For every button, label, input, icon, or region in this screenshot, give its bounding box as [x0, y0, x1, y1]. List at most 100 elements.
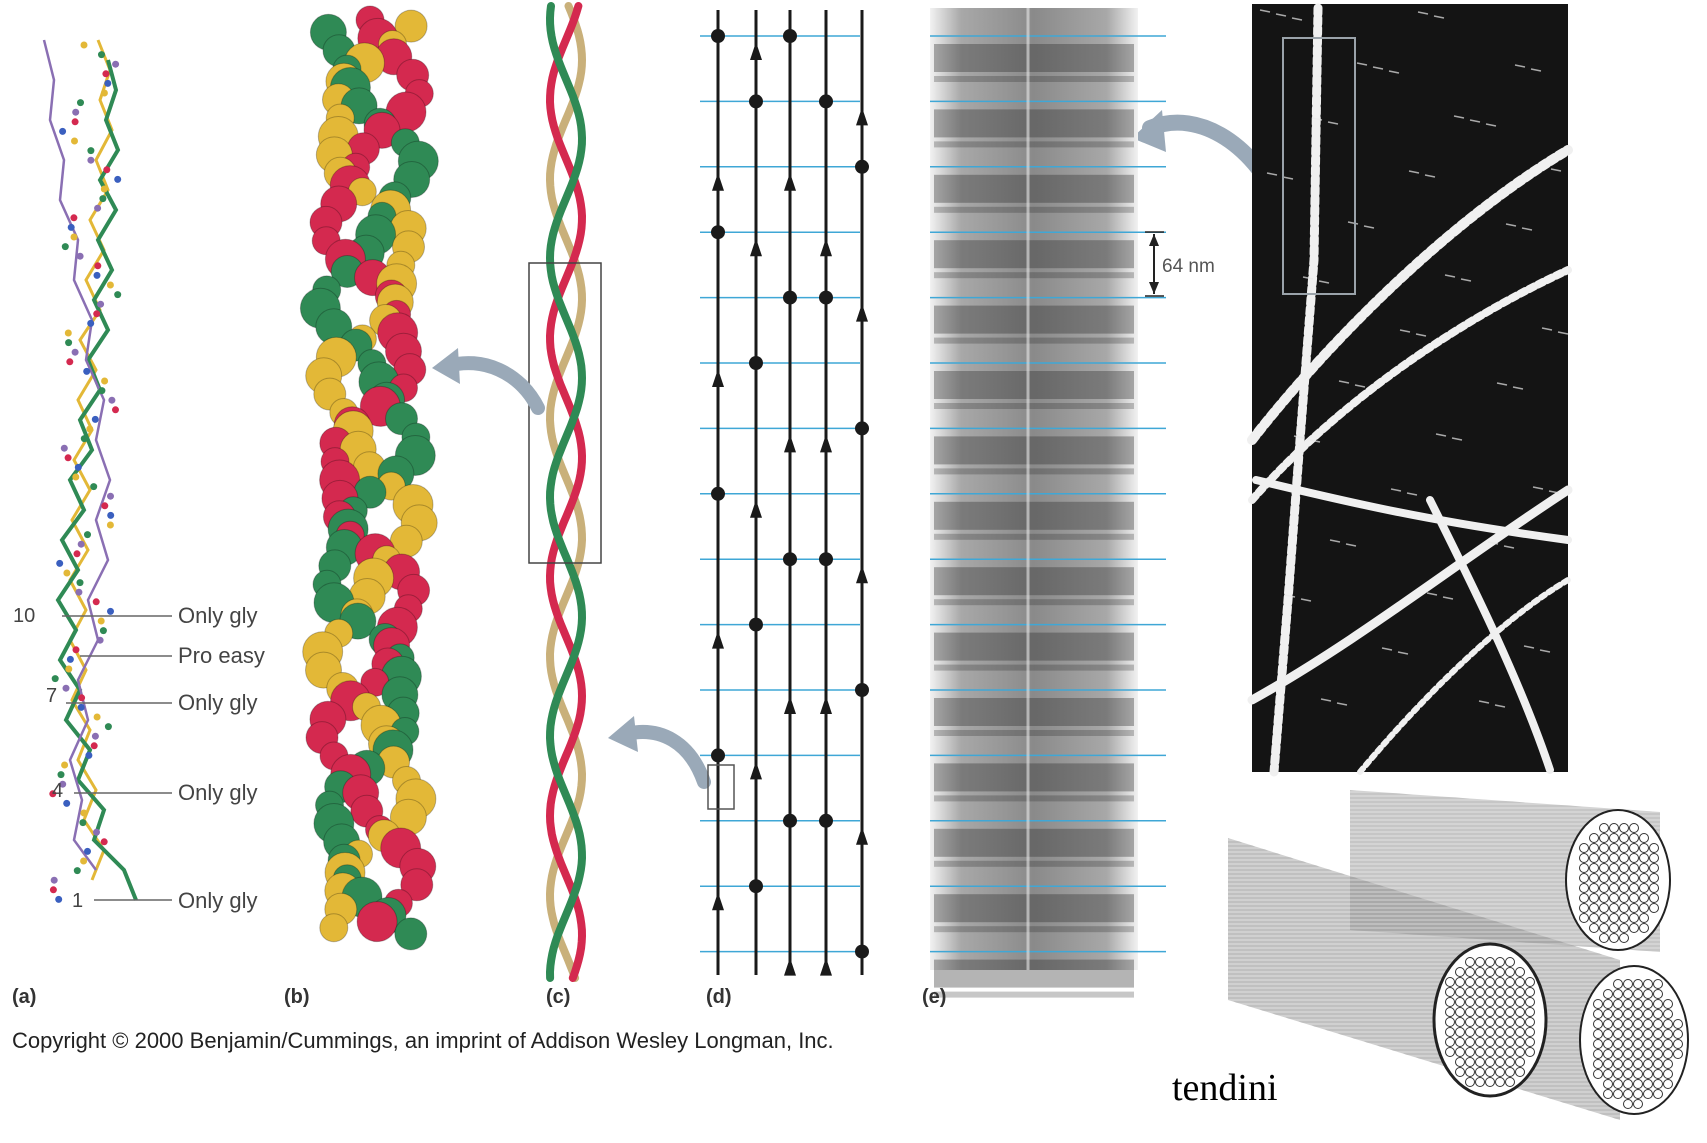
fibril-band	[934, 599, 1134, 605]
molecule-head	[783, 552, 797, 566]
molecule-arrowhead	[856, 107, 868, 125]
fiber-end	[1650, 874, 1659, 883]
fiber-end	[1654, 1050, 1663, 1059]
fiber-end	[1526, 978, 1535, 987]
fiber-end	[1620, 874, 1629, 883]
fiber-end	[1634, 1100, 1643, 1109]
fiber-end	[1620, 824, 1629, 833]
fiber-end	[1466, 1068, 1475, 1077]
atom	[72, 349, 79, 356]
molecule-head	[819, 94, 833, 108]
fiber-end	[1604, 1050, 1613, 1059]
fibril-band	[934, 763, 1134, 791]
fiber-end	[1496, 1038, 1505, 1047]
fiber-end	[1580, 844, 1589, 853]
atom	[84, 848, 91, 855]
fiber-end	[1506, 1058, 1515, 1067]
atom	[72, 118, 79, 125]
fiber-end	[1600, 874, 1609, 883]
atom	[65, 666, 72, 673]
atom	[112, 406, 119, 413]
fiber-end	[1476, 988, 1485, 997]
fiber-end	[1496, 1048, 1505, 1057]
fiber-end	[1640, 914, 1649, 923]
fiber-end	[1614, 1020, 1623, 1029]
fiber-end	[1526, 1028, 1535, 1037]
fiber-end	[1614, 1040, 1623, 1049]
fiber-end	[1516, 1048, 1525, 1057]
fiber-end	[1486, 1078, 1495, 1087]
fiber-end	[1620, 904, 1629, 913]
fiber-end	[1476, 958, 1485, 967]
fiber-end	[1580, 904, 1589, 913]
fibril-band	[934, 175, 1134, 203]
fiber-end	[1486, 1008, 1495, 1017]
arrow-c-to-b	[448, 363, 538, 408]
fiber-end	[1620, 884, 1629, 893]
atom	[101, 186, 108, 193]
fiber-end	[1476, 1058, 1485, 1067]
fiber-end	[1604, 1000, 1613, 1009]
atom	[72, 474, 79, 481]
scale-bar-label: 64 nm	[1162, 256, 1215, 277]
fiber-end	[1590, 894, 1599, 903]
fiber-end	[1630, 924, 1639, 933]
fiber-end	[1526, 1018, 1535, 1027]
fiber-end	[1630, 874, 1639, 883]
fiber-end	[1650, 844, 1659, 853]
molecule-arrowhead	[750, 500, 762, 518]
fiber-end	[1590, 844, 1599, 853]
fiber-end	[1640, 904, 1649, 913]
fiber-end	[1456, 1068, 1465, 1077]
fiber-end	[1466, 1008, 1475, 1017]
fiber-end	[1590, 864, 1599, 873]
atom	[77, 253, 84, 260]
fiber-end	[1594, 1020, 1603, 1029]
atom	[94, 714, 101, 721]
fiber-end	[1614, 990, 1623, 999]
fiber-end	[1614, 1070, 1623, 1079]
fiber-end	[1614, 1080, 1623, 1089]
atom	[107, 522, 114, 529]
fiber-end	[1516, 1068, 1525, 1077]
fiber-end	[1476, 968, 1485, 977]
fiber-end	[1640, 844, 1649, 853]
fiber-end	[1624, 1060, 1633, 1069]
fibril-band	[934, 44, 1134, 72]
arrow-d-to-c-head	[608, 716, 638, 752]
fiber-end	[1496, 958, 1505, 967]
fiber-end	[1496, 1058, 1505, 1067]
fiber-end	[1644, 1020, 1653, 1029]
fibril-band	[934, 109, 1134, 137]
fiber-end	[1644, 1040, 1653, 1049]
fiber-end	[1456, 1048, 1465, 1057]
molecule-head	[783, 814, 797, 828]
fiber-end	[1446, 998, 1455, 1007]
molecule-head	[855, 421, 869, 435]
molecule-arrowhead	[784, 958, 796, 976]
molecule-head	[855, 160, 869, 174]
fiber-end	[1634, 1060, 1643, 1069]
panel-label-c: (c)	[546, 986, 570, 1008]
fiber-end	[1620, 834, 1629, 843]
fiber-end	[1526, 1038, 1535, 1047]
fiber-end	[1664, 1030, 1673, 1039]
molecule-arrowhead	[856, 565, 868, 583]
fiber-end	[1486, 1048, 1495, 1057]
helix-strands	[550, 6, 582, 978]
atom	[93, 829, 100, 836]
molecule-head	[819, 552, 833, 566]
fibril-band	[934, 534, 1134, 540]
molecule-arrowhead	[820, 238, 832, 256]
fiber-end	[1644, 1090, 1653, 1099]
fiber-end	[1594, 1070, 1603, 1079]
fiber-end	[1610, 924, 1619, 933]
tendon-bundle-illustration	[1228, 790, 1688, 1120]
residue-sphere	[357, 902, 397, 942]
fiber-end	[1630, 884, 1639, 893]
atom	[80, 858, 87, 865]
fibril-band	[934, 926, 1134, 932]
molecule-head	[711, 748, 725, 762]
atom	[56, 560, 63, 567]
fiber-end	[1486, 1018, 1495, 1027]
